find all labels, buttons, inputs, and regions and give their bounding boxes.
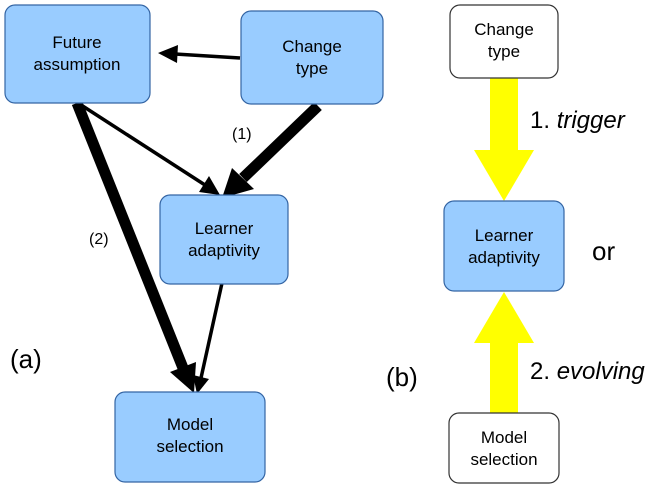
or-label: or bbox=[592, 236, 615, 266]
node-b-change-type-line1: Change bbox=[474, 20, 534, 39]
arrow-evolving bbox=[474, 292, 534, 414]
node-b-learner-adaptivity: Learner adaptivity bbox=[443, 200, 565, 292]
node-b-learner-adaptivity-line2: adaptivity bbox=[468, 248, 540, 267]
node-b-change-type-line2: type bbox=[488, 42, 520, 61]
arrow-label-evolving-number: 2. bbox=[530, 358, 550, 385]
node-change-type-line1: Change bbox=[282, 37, 342, 56]
edge-change-to-future bbox=[158, 45, 241, 63]
arrow-label-evolving: 2. evolving bbox=[530, 358, 645, 385]
arrow-trigger bbox=[474, 78, 534, 201]
node-b-model-selection: Model selection bbox=[448, 412, 560, 484]
arrow-label-evolving-word: evolving bbox=[557, 358, 646, 385]
arrow-label-trigger-word: trigger bbox=[557, 107, 626, 134]
node-b-model-selection-line1: Model bbox=[481, 428, 527, 447]
node-model-selection-line1: Model bbox=[167, 415, 213, 434]
node-future-assumption-line1: Future bbox=[52, 33, 101, 52]
panel-b-label: (b) bbox=[386, 362, 418, 392]
node-b-change-type: Change type bbox=[449, 4, 559, 79]
edge-label-2: (2) bbox=[89, 231, 109, 248]
node-b-learner-adaptivity-line1: Learner bbox=[475, 226, 534, 245]
arrow-label-trigger-number: 1. bbox=[530, 107, 550, 134]
node-learner-adaptivity: Learner adaptivity bbox=[159, 194, 289, 285]
node-model-selection: Model selection bbox=[114, 391, 266, 483]
node-change-type: Change type bbox=[240, 10, 384, 105]
node-learner-adaptivity-line1: Learner bbox=[195, 219, 254, 238]
node-change-type-line2: type bbox=[296, 59, 328, 78]
panel-a-label: (a) bbox=[10, 344, 42, 374]
edge-future-to-model bbox=[71, 100, 196, 393]
node-future-assumption-line2: assumption bbox=[34, 55, 121, 74]
edge-future-to-learner bbox=[77, 101, 220, 195]
node-learner-adaptivity-line2: adaptivity bbox=[188, 241, 260, 260]
edge-label-1: (1) bbox=[232, 126, 252, 143]
node-b-model-selection-line2: selection bbox=[470, 450, 537, 469]
edge-change-to-learner bbox=[222, 102, 322, 198]
node-future-assumption: Future assumption bbox=[4, 4, 151, 104]
panel-a: Future assumption Change type Learner ad… bbox=[4, 4, 384, 483]
node-model-selection-line2: selection bbox=[156, 437, 223, 456]
panel-b: Change type Learner adaptivity Model sel… bbox=[386, 4, 645, 484]
arrow-label-trigger: 1. trigger bbox=[530, 107, 626, 134]
edge-learner-to-model bbox=[193, 282, 224, 394]
